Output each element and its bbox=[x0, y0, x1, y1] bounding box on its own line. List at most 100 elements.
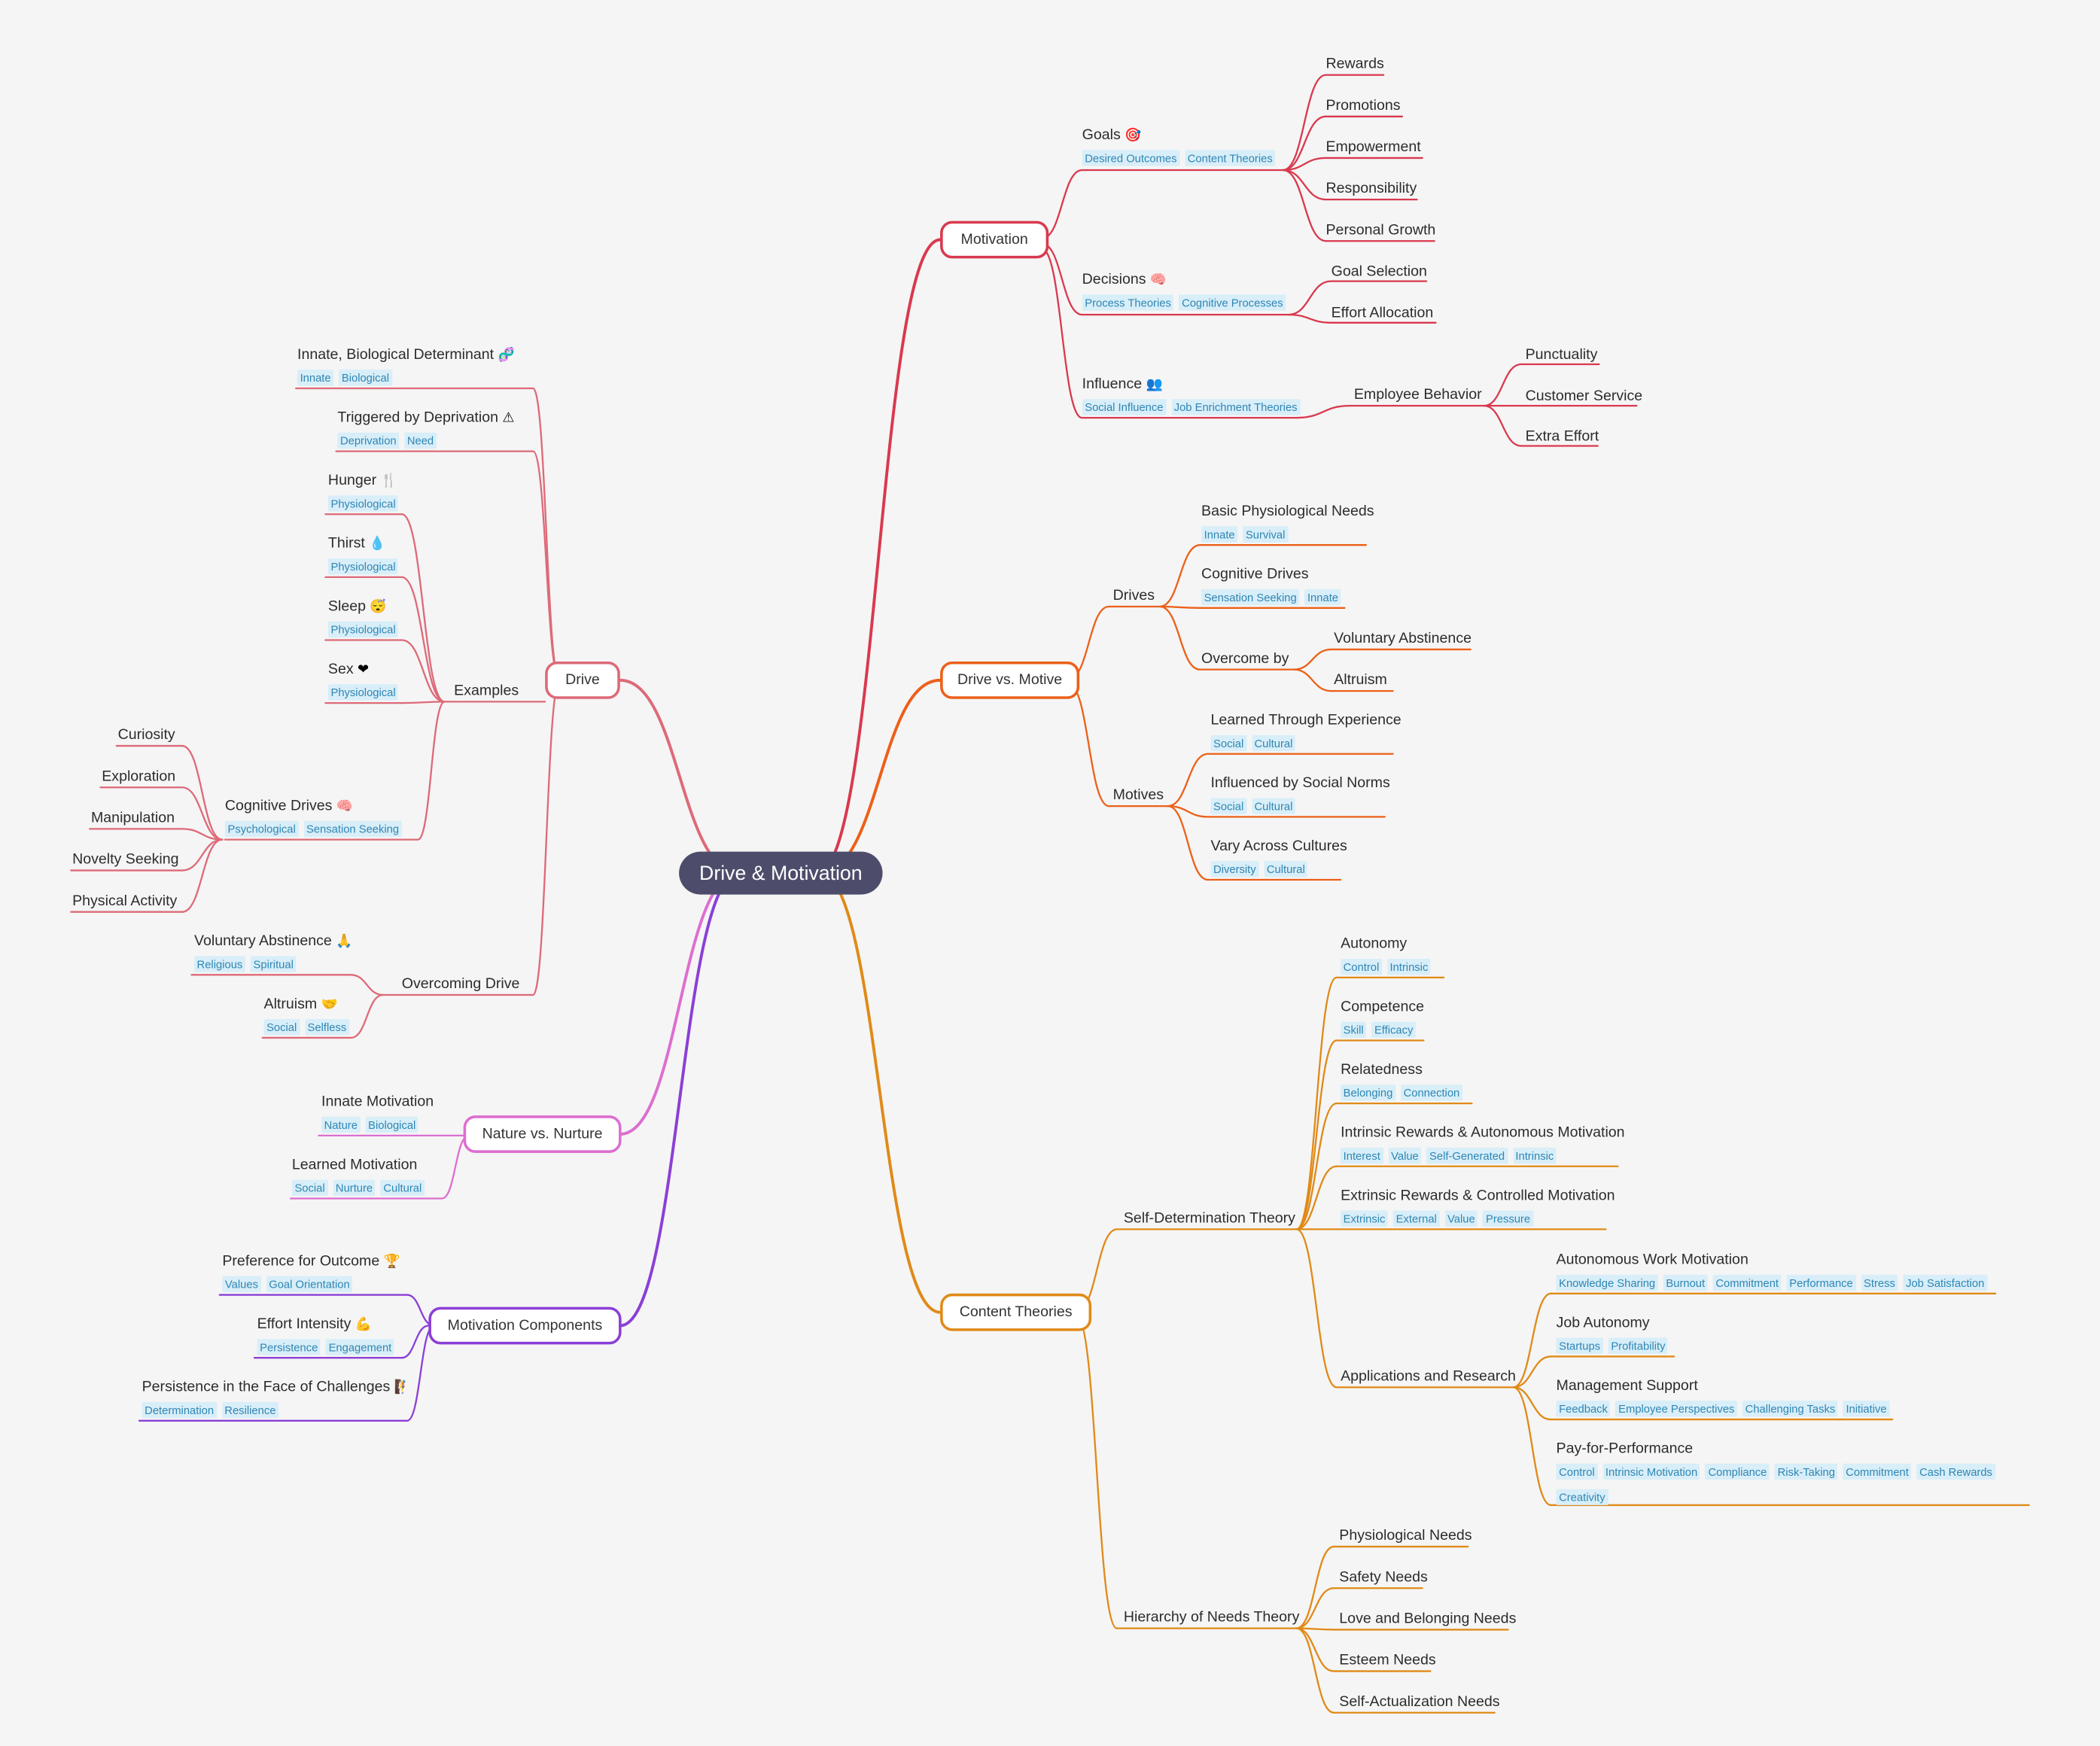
node-responsibility[interactable]: Responsibility bbox=[1326, 175, 1417, 199]
tag[interactable]: Knowledge Sharing bbox=[1556, 1274, 1658, 1291]
node-physical-activity[interactable]: Physical Activity bbox=[72, 888, 177, 912]
tag[interactable]: Startups bbox=[1556, 1337, 1603, 1354]
node-physiological-needs[interactable]: Physiological Needs bbox=[1339, 1522, 1472, 1547]
tag[interactable]: Social bbox=[263, 1019, 300, 1036]
tag[interactable]: Value bbox=[1388, 1147, 1422, 1164]
tag[interactable]: Nurture bbox=[333, 1179, 376, 1196]
node-punctuality[interactable]: Punctuality bbox=[1526, 342, 1598, 366]
tag[interactable]: Self-Generated bbox=[1426, 1147, 1508, 1164]
tag[interactable]: Values bbox=[222, 1276, 261, 1293]
tag[interactable]: Efficacy bbox=[1371, 1021, 1416, 1038]
tag[interactable]: Physiological bbox=[327, 558, 399, 575]
node-personal-growth[interactable]: Personal Growth bbox=[1326, 217, 1436, 241]
tag[interactable]: Social bbox=[1210, 798, 1246, 814]
node-overcoming-drive[interactable]: Overcoming Drive bbox=[402, 971, 520, 995]
tag[interactable]: Spiritual bbox=[250, 956, 297, 972]
node-applications-and-research[interactable]: Applications and Research bbox=[1341, 1363, 1516, 1387]
tag[interactable]: Challenging Tasks bbox=[1742, 1401, 1838, 1417]
node-effort-allocation[interactable]: Effort Allocation bbox=[1332, 300, 1434, 324]
tag[interactable]: Cultural bbox=[380, 1179, 425, 1196]
tag[interactable]: Commitment bbox=[1712, 1274, 1782, 1291]
tag[interactable]: Interest bbox=[1341, 1147, 1383, 1164]
tag[interactable]: Control bbox=[1341, 958, 1382, 975]
node-examples[interactable]: Examples bbox=[454, 677, 519, 701]
node-sleep[interactable]: Sleep😴Physiological bbox=[327, 593, 403, 641]
tag[interactable]: Innate bbox=[1304, 589, 1341, 606]
tag[interactable]: Belonging bbox=[1341, 1084, 1395, 1101]
tag[interactable]: Commitment bbox=[1843, 1463, 1912, 1480]
tag[interactable]: Need bbox=[404, 432, 437, 449]
node-manipulation[interactable]: Manipulation bbox=[91, 805, 175, 829]
node-drives[interactable]: Drives bbox=[1113, 583, 1155, 607]
node-goal-selection[interactable]: Goal Selection bbox=[1332, 258, 1427, 282]
tag[interactable]: Employee Perspectives bbox=[1615, 1401, 1738, 1417]
node-extrinsic-rewards-and-controlled-motivation[interactable]: Extrinsic Rewards & Controlled Motivatio… bbox=[1341, 1182, 1615, 1230]
tag[interactable]: Job Satisfaction bbox=[1903, 1274, 1987, 1291]
tag[interactable]: Risk-Taking bbox=[1775, 1463, 1838, 1480]
tag[interactable]: Burnout bbox=[1663, 1274, 1708, 1291]
tag[interactable]: Performance bbox=[1786, 1274, 1856, 1291]
tag[interactable]: Initiative bbox=[1843, 1401, 1890, 1417]
tag[interactable]: Engagement bbox=[326, 1339, 394, 1355]
tag[interactable]: Intrinsic bbox=[1386, 958, 1431, 975]
branch-nature-vs-nurture[interactable]: Nature vs. Nurture bbox=[463, 1115, 622, 1153]
tag[interactable]: Content Theories bbox=[1185, 150, 1276, 166]
tag[interactable]: Extrinsic bbox=[1341, 1210, 1388, 1227]
tag[interactable]: Diversity bbox=[1210, 861, 1259, 878]
tag[interactable]: Intrinsic Motivation bbox=[1602, 1463, 1700, 1480]
node-motives[interactable]: Motives bbox=[1113, 782, 1164, 806]
tag[interactable]: Determination bbox=[142, 1401, 217, 1419]
node-intrinsic-rewards-and-autonomous-motivation[interactable]: Intrinsic Rewards & Autonomous Motivatio… bbox=[1341, 1119, 1625, 1167]
tag[interactable]: Biological bbox=[365, 1116, 418, 1133]
tag[interactable]: Intrinsic bbox=[1512, 1147, 1557, 1164]
tag[interactable]: Creativity bbox=[1556, 1489, 1608, 1505]
tag[interactable]: Physiological bbox=[327, 621, 399, 637]
node-novelty-seeking[interactable]: Novelty Seeking bbox=[72, 847, 178, 871]
node-rewards[interactable]: Rewards bbox=[1326, 51, 1384, 75]
tag[interactable]: Feedback bbox=[1556, 1401, 1611, 1417]
tag[interactable]: Compliance bbox=[1705, 1463, 1770, 1480]
branch-motivation-components[interactable]: Motivation Components bbox=[428, 1306, 622, 1345]
node-thirst[interactable]: Thirst💧Physiological bbox=[327, 531, 403, 579]
tag[interactable]: Nature bbox=[321, 1116, 361, 1133]
node-self-actualization-needs[interactable]: Self-Actualization Needs bbox=[1339, 1689, 1499, 1713]
node-curiosity[interactable]: Curiosity bbox=[118, 722, 175, 746]
branch-drive[interactable]: Drive bbox=[545, 661, 620, 699]
tag[interactable]: Social bbox=[1210, 735, 1246, 752]
node-persistence-in-the-face-of-challenges[interactable]: Persistence in the Face of Challenges🧗De… bbox=[142, 1374, 411, 1422]
node-customer-service[interactable]: Customer Service bbox=[1526, 383, 1643, 407]
tag[interactable]: Job Enrichment Theories bbox=[1171, 399, 1301, 415]
tag[interactable]: Persistence bbox=[257, 1339, 321, 1355]
node-extra-effort[interactable]: Extra Effort bbox=[1526, 423, 1599, 447]
node-love-and-belonging-needs[interactable]: Love and Belonging Needs bbox=[1339, 1605, 1516, 1629]
branch-content-theories[interactable]: Content Theories bbox=[940, 1293, 1092, 1331]
node-esteem-needs[interactable]: Esteem Needs bbox=[1339, 1647, 1435, 1671]
node-exploration[interactable]: Exploration bbox=[102, 763, 175, 787]
tag[interactable]: Cultural bbox=[1251, 735, 1295, 752]
node-hunger[interactable]: Hunger🍴Physiological bbox=[327, 467, 403, 516]
tag[interactable]: Cognitive Processes bbox=[1179, 294, 1286, 311]
branch-drive-vs-motive[interactable]: Drive vs. Motive bbox=[940, 661, 1080, 699]
tag[interactable]: Resilience bbox=[221, 1401, 278, 1419]
tag[interactable]: Connection bbox=[1401, 1084, 1462, 1101]
tag[interactable]: Innate bbox=[297, 370, 334, 386]
tag[interactable]: Stress bbox=[1861, 1274, 1898, 1291]
tag[interactable]: Selfless bbox=[304, 1019, 349, 1036]
